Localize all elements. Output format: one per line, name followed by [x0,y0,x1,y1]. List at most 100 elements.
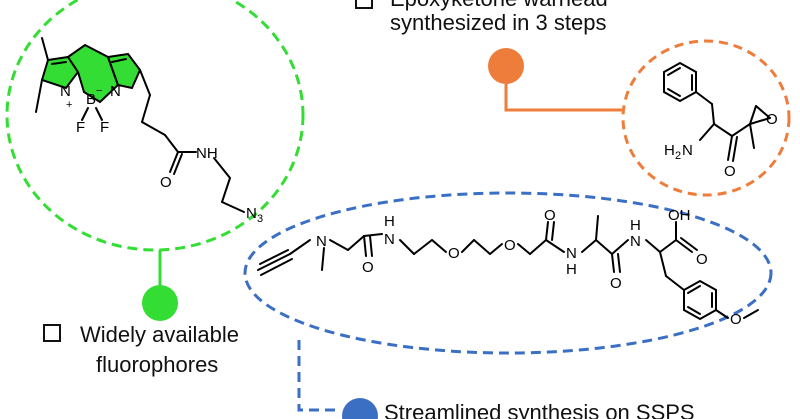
fluorophore-dot [142,285,178,321]
bond [665,275,685,291]
peptide-n-methyl: N [316,233,327,250]
peptide-o1: O [362,259,374,276]
bodipy-azide: N [246,205,257,222]
bond [141,121,166,136]
peptide-o4: O [696,251,708,268]
bond [695,91,713,105]
bond [731,123,751,137]
bond [529,239,547,255]
bond [363,233,383,237]
bodipy-boron: B [86,91,96,108]
bond [732,136,738,162]
peptide-o-ether2: O [504,237,516,254]
bodipy-f-left: F [76,119,85,136]
bodipy-structure: N + B − N F F NH O N 3 [35,37,263,225]
bond [581,239,597,253]
bond [257,253,291,271]
warhead-checkbox [355,0,373,9]
bond [727,135,733,161]
bond [369,235,373,257]
bond [321,247,325,271]
bond [95,107,103,121]
warhead-label-line2: synthesized in 3 steps [390,10,606,35]
fluorophore-ellipse [5,0,305,252]
bond [260,258,293,276]
warhead-amine-h: H [664,142,675,159]
bond [289,239,311,255]
peptide-n1: N [384,231,395,248]
bond [687,306,701,315]
bodipy-right-pyrrole [106,52,142,90]
bond [667,67,681,76]
warhead-connector [504,84,624,112]
warhead-epoxide-o: O [766,111,778,128]
bond [749,105,757,125]
bond [35,79,43,113]
warhead-ellipse [621,39,791,197]
bond [461,239,475,253]
peptide-structure: N O H N O O O N H O H N OH O O [257,207,759,328]
bond [680,237,698,251]
bond [611,239,629,255]
bond [413,239,433,255]
bodipy-plus: + [66,99,72,111]
bond [545,239,565,253]
peptide-h1: H [384,213,395,230]
bond [517,243,531,255]
bond [81,107,89,121]
fluor-label-line2: fluorophores [96,352,218,377]
peptide-o-methoxy: O [730,311,742,328]
bond [715,309,729,319]
bond [111,58,127,63]
bodipy-n-left: N [60,83,71,100]
bodipy-middle-ring [66,43,120,104]
bond [363,235,367,257]
bodipy-azide-sub: 3 [257,213,263,225]
peptide-h3: H [630,217,641,234]
bond [699,123,715,141]
bond [164,134,179,153]
bond [399,239,415,255]
sspss-label: Streamlined synthesis on SSPS [384,400,695,419]
bond [749,117,771,125]
warhead-ketone-o: O [724,163,736,180]
bond [141,94,151,123]
bond [221,201,245,213]
peptide-o3: O [610,275,622,292]
bond [173,153,183,175]
peptide-dot [342,398,378,419]
peptide-n2: N [566,245,577,262]
fluor-checkbox [43,324,61,342]
bodipy-o: O [160,174,172,191]
bond [743,309,759,319]
bond [675,239,693,253]
bond [755,105,771,119]
bodipy-n-right: N [110,83,121,100]
bond [595,215,599,241]
bodipy-nh: NH [196,145,218,162]
bond [169,151,179,173]
bond [667,88,681,97]
bond [545,221,549,241]
peptide-o-ether1: O [448,245,460,262]
warhead-amine-sub: 2 [675,150,681,162]
bond [551,221,555,241]
bond [687,285,701,294]
bond [473,239,491,255]
bond [431,239,447,253]
bond [139,69,151,96]
bond [489,243,503,255]
peptide-connector [297,340,340,412]
bond [659,239,677,253]
warhead-label-line1: Epoxyketone warhead [390,0,608,11]
bond [713,123,733,137]
warhead-amine-n: N [682,142,693,159]
bond [347,235,365,251]
peptide-oh: OH [668,207,691,224]
bond [645,239,661,253]
bond [213,157,231,179]
bond [617,253,621,273]
bond [259,249,289,265]
bodipy-f-right: F [100,119,109,136]
